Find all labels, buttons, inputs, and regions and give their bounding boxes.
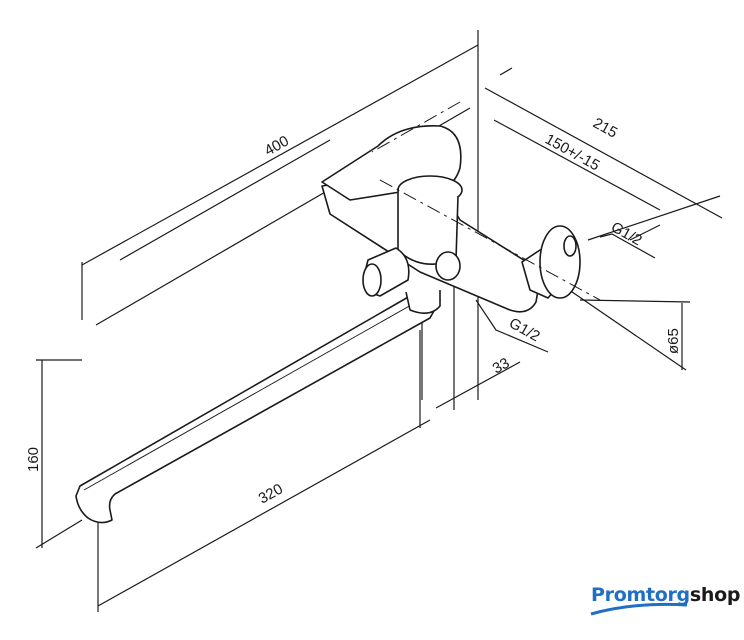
wall-flange: [539, 225, 581, 299]
spout: [75, 295, 441, 524]
promtorgshop-logo: Promtorgshop: [590, 584, 740, 616]
dim-150: 150+/-15: [542, 131, 602, 175]
dim-160: 160: [25, 447, 42, 472]
dimension-lines: [35, 30, 723, 612]
dim-g12-outlet: G1/2: [506, 315, 543, 346]
dim-215: 215: [590, 115, 620, 142]
outlet-port: [435, 251, 461, 281]
faucet: [75, 101, 601, 524]
dim-33: 33: [490, 355, 513, 378]
dim-400: 400: [262, 132, 292, 159]
logo-swoosh: [590, 602, 688, 616]
dim-ø65: ø65: [665, 328, 682, 354]
